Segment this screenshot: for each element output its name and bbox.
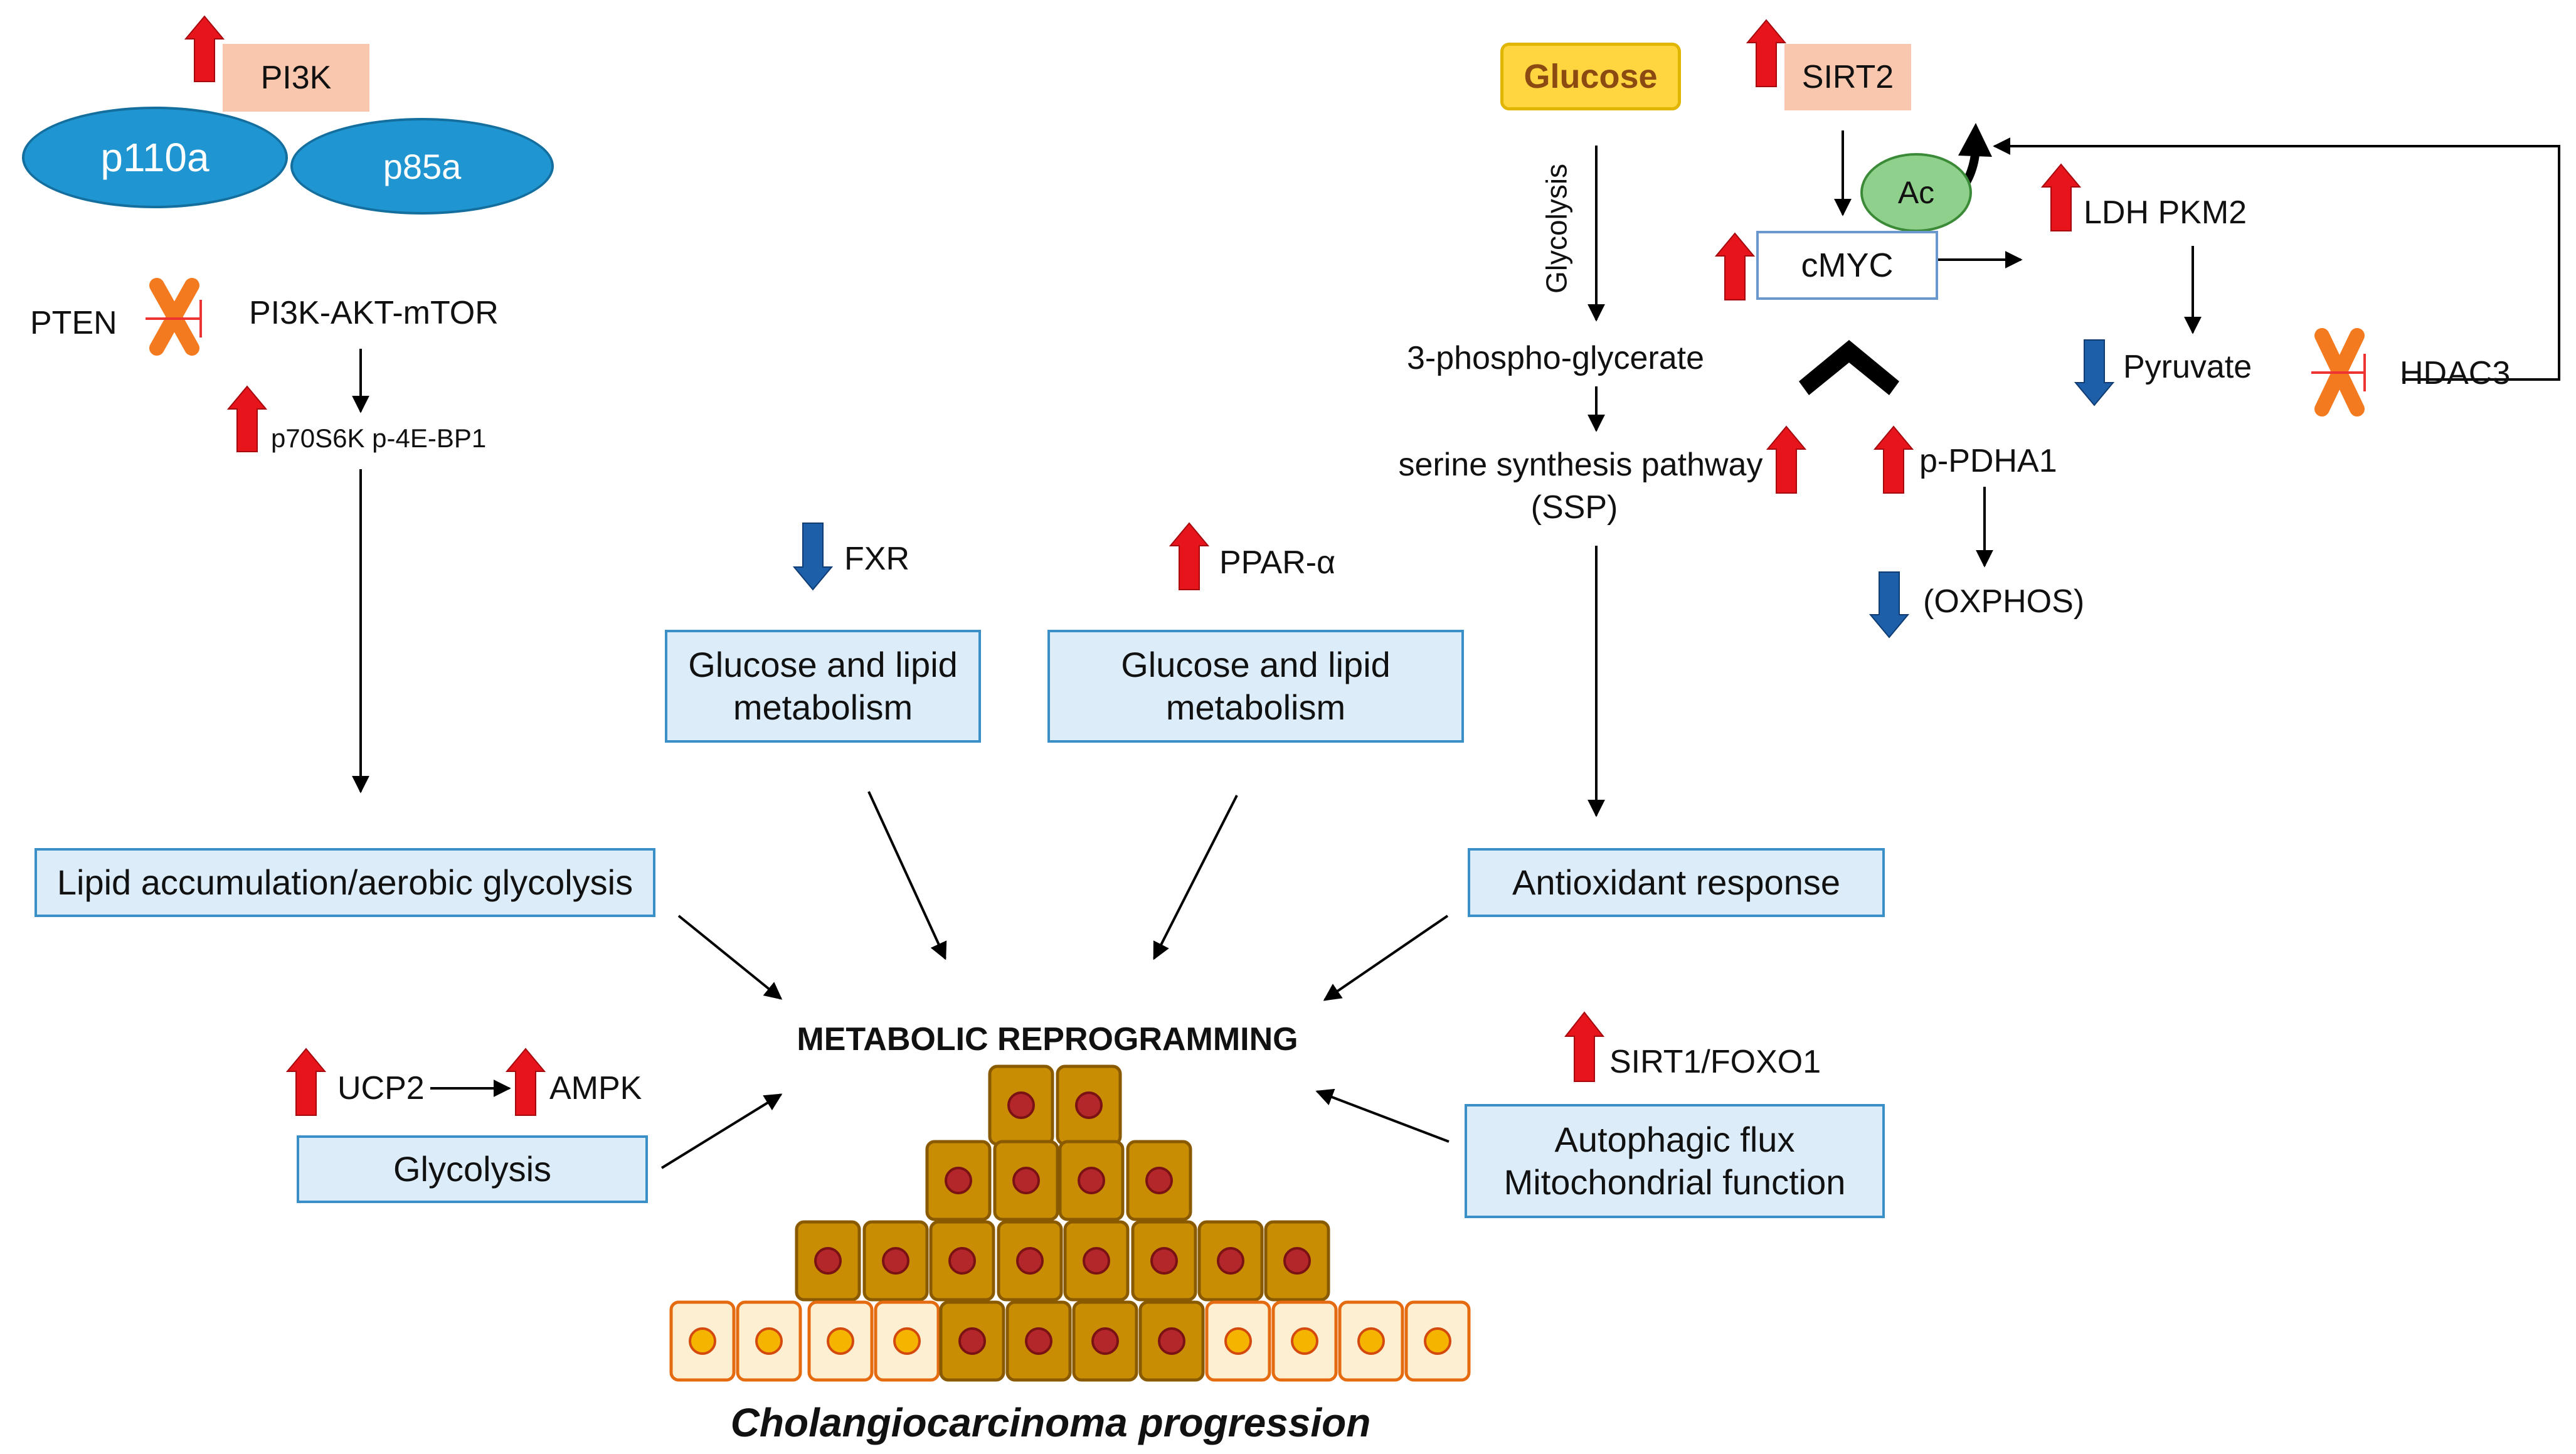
3-phospho-glycerate-label: 3-phospho-glycerate (1406, 340, 1705, 376)
ldh-pkm2-label: LDH PKM2 (2084, 194, 2247, 231)
cell-nucleus (689, 1327, 716, 1355)
glycolysis-box-text: Glycolysis (393, 1149, 552, 1189)
ucp2-label: UCP2 (337, 1070, 425, 1106)
cell-nucleus (1158, 1327, 1185, 1355)
ssp-up-arrow-icon (1766, 425, 1807, 494)
fxr-box-to-center-arrow (867, 791, 947, 960)
p110a-subunit: p110a (22, 107, 288, 208)
cell-nucleus (1283, 1247, 1311, 1275)
fxr-label: FXR (844, 541, 909, 577)
cell-nucleus (1075, 1091, 1103, 1119)
pten-inhibitor-icon (146, 278, 202, 356)
ppar-alpha-label: PPAR-α (1219, 544, 1336, 581)
lipid-box-text: Lipid accumulation/aerobic glycolysis (56, 862, 633, 902)
glycolysis-box: Glycolysis (297, 1135, 648, 1203)
glycolysis-vertical-label: Glycolysis (1540, 163, 1573, 294)
glucose-node: Glucose (1500, 43, 1681, 110)
divergence-chevron (1799, 340, 1899, 395)
cell-nucleus (1217, 1247, 1244, 1275)
ppdha1-up-arrow-icon (1873, 425, 1914, 494)
cell-nucleus (1145, 1167, 1173, 1194)
antioxidant-response-box: Antioxidant response (1468, 848, 1885, 917)
hdac3-label: HDAC3 (2400, 355, 2511, 391)
cmyc-node: cMYC (1756, 231, 1938, 300)
ppar-box-text: Glucose and lipid metabolism (1121, 644, 1391, 727)
ampk-up-arrow-icon (505, 1048, 546, 1116)
hdac3-feedback-arrow (1993, 137, 2560, 381)
cell-nucleus (755, 1327, 783, 1355)
pi3k-akt-mtor-label: PI3K-AKT-mTOR (249, 295, 499, 331)
cell-nucleus (945, 1167, 972, 1194)
lipid-accumulation-box: Lipid accumulation/aerobic glycolysis (34, 848, 655, 917)
cell-nucleus (1291, 1327, 1318, 1355)
cholangiocarcinoma-caption: Cholangiocarcinoma progression (730, 1400, 1371, 1445)
ppar-glucose-lipid-box: Glucose and lipid metabolism (1047, 630, 1464, 743)
metabolic-reprogramming-title: METABOLIC REPROGRAMMING (797, 1021, 1298, 1058)
connectors (352, 130, 2560, 1169)
antioxidant-box-text: Antioxidant response (1512, 862, 1840, 902)
autophagy-mitochondria-box: Autophagic flux Mitochondrial function (1465, 1104, 1885, 1218)
fxr-down-arrow-icon (792, 523, 834, 591)
ssp-label-line2: (SSP) (1530, 489, 1618, 526)
cell-nucleus (893, 1327, 921, 1355)
cell-nucleus (1083, 1247, 1110, 1275)
autophagy-box-text: Autophagic flux Mitochondrial function (1503, 1119, 1846, 1202)
cell-nucleus (1357, 1327, 1385, 1355)
sirt2-up-arrow-icon (1746, 19, 1787, 87)
ppar-box-to-center-arrow (1153, 795, 1238, 960)
cell-nucleus (1025, 1327, 1052, 1355)
cell-nucleus (1424, 1327, 1451, 1355)
pi3k-up-arrow-icon (184, 15, 225, 82)
ssp-label-line1: serine synthesis pathway (1398, 447, 1763, 483)
glycolysis-to-center-arrow (660, 1093, 783, 1169)
pi3k-label: PI3K (223, 44, 369, 112)
lipid-to-center-arrow (677, 915, 783, 1000)
acetylation-arrowhead (1958, 123, 1992, 157)
p70s6k-p4ebp1-label: p70S6K p-4E-BP1 (271, 423, 487, 453)
cell-nucleus (1224, 1327, 1252, 1355)
sirt1-foxo1-label: SIRT1/FOXO1 (1609, 1044, 1821, 1080)
cell-nucleus (1007, 1091, 1035, 1119)
cell-nucleus (814, 1247, 842, 1275)
sirt1-up-arrow-icon (1564, 1011, 1605, 1082)
ucp2-up-arrow-icon (285, 1048, 327, 1116)
acetyl-group: Ac (1860, 153, 1972, 232)
fxr-glucose-lipid-box: Glucose and lipid metabolism (665, 630, 981, 743)
cell-nucleus (948, 1247, 976, 1275)
cholangiocarcinoma-cell-pyramid (669, 1064, 1471, 1382)
oxphos-down-arrow-icon (1868, 571, 1910, 639)
up-arrows (184, 15, 2082, 1116)
pyruvate-down-arrow-icon (2074, 339, 2115, 406)
cell-nucleus (1150, 1247, 1178, 1275)
fxr-box-text: Glucose and lipid metabolism (688, 644, 958, 727)
pten-label: PTEN (30, 305, 117, 341)
oxphos-label: (OXPHOS) (1923, 583, 2085, 620)
ampk-label: AMPK (549, 1070, 642, 1106)
p70s6k-up-arrow-icon (226, 385, 268, 452)
pyruvate-label: Pyruvate (2123, 349, 2252, 385)
cell-nucleus (827, 1327, 854, 1355)
hdac3-inhibitor-icon (2311, 328, 2366, 417)
cell-nucleus (958, 1327, 986, 1355)
cell-nucleus (882, 1247, 909, 1275)
sirt2-label: SIRT2 (1784, 44, 1911, 110)
cell-nucleus (1012, 1167, 1040, 1194)
autophagy-to-center-arrow (1315, 1088, 1450, 1143)
ppar-up-arrow-icon (1169, 522, 1210, 590)
cell-nucleus (1016, 1247, 1044, 1275)
p-pdha1-label: p-PDHA1 (1919, 443, 2057, 479)
cmyc-up-arrow-icon (1714, 232, 1756, 300)
cell-nucleus (1078, 1167, 1105, 1194)
down-arrows (792, 339, 2115, 639)
ldh-up-arrow-icon (2040, 163, 2082, 231)
antioxidant-to-center-arrow (1323, 915, 1449, 1001)
p85a-subunit: p85a (290, 118, 554, 215)
cell-nucleus (1091, 1327, 1119, 1355)
